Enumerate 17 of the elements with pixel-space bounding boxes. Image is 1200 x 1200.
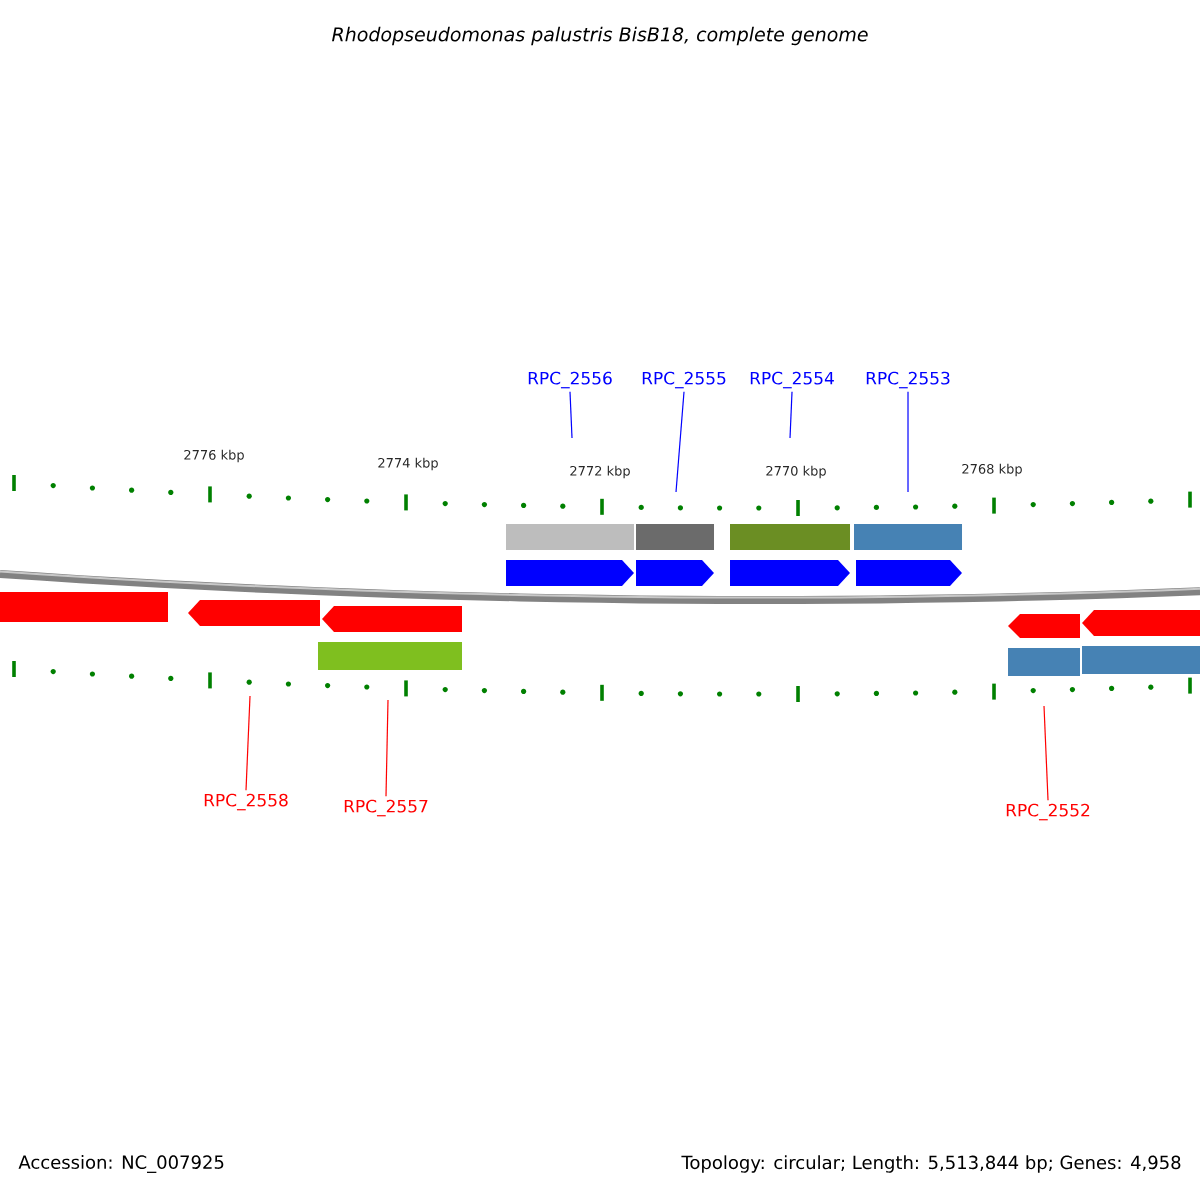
footer-text: Accession: NC_007925 (18, 1155, 224, 1173)
leader-line (569, 391, 573, 439)
footer-text: Topology: circular; Length: 5,513,844 bp; Genes: 4,958 (681, 1155, 1181, 1173)
leader-line (245, 695, 251, 791)
gene-label: RPC_2554 (750, 371, 834, 389)
gene-label: RPC_2556 (528, 371, 612, 389)
gene-label: RPC_2558 (204, 793, 288, 811)
leader-line (1043, 705, 1049, 801)
gene-label: RPC_2553 (866, 371, 950, 389)
leader-line (385, 699, 389, 797)
leader-line (789, 391, 793, 439)
leader-line (675, 391, 685, 493)
gene-label: RPC_2557 (344, 799, 428, 817)
gene-label: RPC_2555 (642, 371, 726, 389)
leader-line (907, 391, 909, 493)
gene-label: RPC_2552 (1006, 803, 1090, 821)
title: Rhodopseudomonas palustris BisB18, complete genome (332, 26, 868, 46)
